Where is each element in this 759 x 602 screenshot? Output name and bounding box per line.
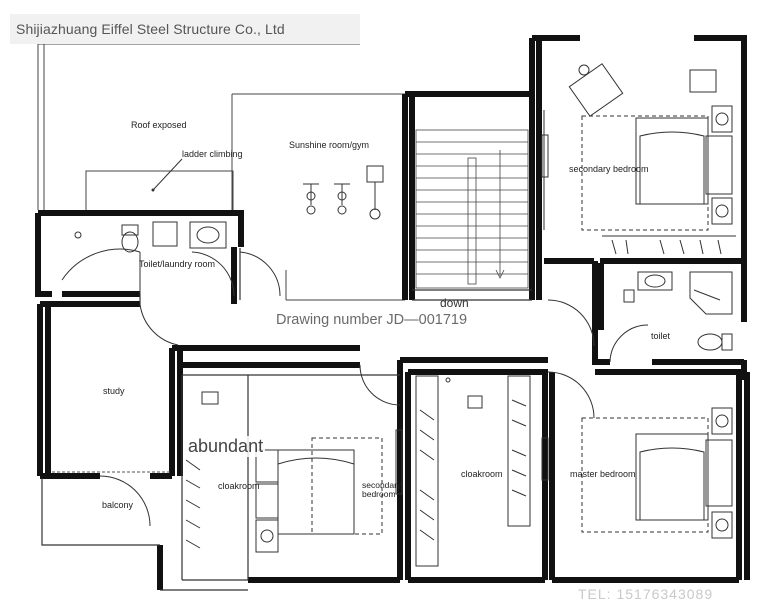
drawing-number: Drawing number JD—001719 (276, 312, 468, 328)
staircase (415, 129, 529, 289)
abundant-watermark: abundant (186, 436, 266, 457)
walls (35, 35, 750, 590)
company-banner (10, 14, 360, 44)
room-label-study: study (103, 386, 125, 396)
phone-watermark: TEL: 15176343089 (578, 586, 714, 602)
room-label-toilet: toilet (651, 331, 671, 341)
ladder-pointer-line (151, 158, 183, 192)
room-label-roof-exposed: Roof exposed (131, 120, 187, 130)
room-label-master-bedroom: master bedroom (570, 469, 636, 479)
room-label-secondary-bedroom-bottom: secondary bedroom (362, 480, 402, 499)
roof-outline (37, 43, 405, 301)
gym-equipment-icon (303, 165, 384, 220)
inner-lines (41, 248, 532, 591)
master-bedroom-furniture (541, 407, 733, 539)
room-label-cloakroom-center: cloakroom (461, 469, 503, 479)
toilet-fixtures (623, 271, 733, 351)
stairs-down-label: down (440, 296, 469, 310)
door-swings (61, 248, 649, 527)
room-label-sunshine-room: Sunshine room/gym (289, 140, 370, 150)
room-label-balcony: balcony (102, 500, 134, 510)
room-label-ladder-climbing: ladder climbing (182, 149, 243, 159)
cloakroom-center-furniture (415, 375, 531, 567)
secondary-bedroom-furniture (541, 63, 736, 255)
laundry-fixtures (74, 221, 227, 253)
company-name: Shijiazhuang Eiffel Steel Structure Co.,… (16, 21, 285, 37)
room-label-secondary-bedroom-top: secondary bedroom (569, 164, 649, 174)
cloakroom-left-furniture (185, 391, 403, 553)
room-label-toilet-laundry: Toilet/laundry room (139, 259, 216, 269)
room-label-cloakroom-left: cloakroom (218, 481, 260, 491)
